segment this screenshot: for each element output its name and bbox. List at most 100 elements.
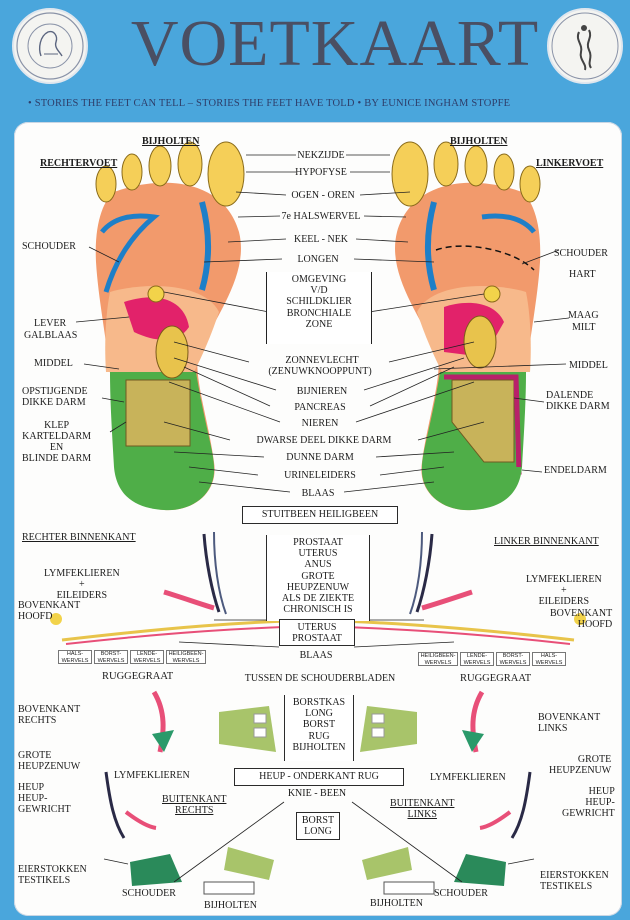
heup-right-label: HEUP HEUP- GEWRICHT [562,786,615,819]
vertebra-box-6: LENDE- WERVELS [460,652,494,666]
pancreas-label: PANCREAS [294,402,345,413]
bovenkant-links-label: BOVENKANT LINKS [538,712,600,734]
bijnieren-label: BIJNIEREN [297,386,348,397]
schildklier-zone-box: OMGEVING V/D SCHILDKLIER BRONCHIALE ZONE [266,272,372,344]
opstijgende-line: OPSTIJGENDE [22,386,88,397]
grote-heupzenuw-left-label: GROTE HEUPZENUW [18,750,80,772]
eierstokken-right-label: EIERSTOKKEN TESTIKELS [540,870,609,892]
schildklier-line: SCHILDKLIER [270,296,368,307]
buitenkant-rechts-line: BUITENKANT [162,794,226,805]
grote-heupzenuw-right-label: GROTE HEUPZENUW [549,754,611,776]
plus-right-line: + [526,585,602,596]
lymfeklieren-top-left-label: LYMFEKLIEREN [114,770,190,781]
middel-left-label: MIDDEL [34,358,73,369]
nieren-label: NIEREN [302,418,339,429]
prostaat-box: PROSTAAT UTERUS ANUS GROTE HEUPZENUW ALS… [266,535,370,621]
blaas-inner-label: BLAAS [300,650,333,661]
long-line: LONG [288,708,350,719]
dikke-darm-line: DIKKE DARM [22,397,88,408]
lymfeklieren-left-label: LYMFEKLIEREN + EILEIDERS [44,568,120,601]
rug-line: RUG [288,731,350,742]
zenuwknooppunt-label: (ZENUWKNOOPPUNT) [268,366,371,377]
uterus-prostaat-box: UTERUS PROSTAAT [279,619,355,646]
lymf-left-line: LYMFEKLIEREN [44,568,120,579]
heupzenuw-line: HEUPZENUW [270,582,366,593]
ogen-oren-label: OGEN - OREN [291,190,354,201]
ruggegraat-right-label: RUGGEGRAAT [460,673,531,684]
omgeving-line: OMGEVING [270,274,368,285]
vertebra-box-7: BORST- WERVELS [496,652,530,666]
lever-label: LEVER [34,318,66,329]
borst-long-line1: BORST [300,815,336,826]
buitenkant-links-sub-line: LINKS [390,809,454,820]
bijholten-box-line: BIJHOLTEN [288,742,350,753]
grote-line: GROTE [270,571,366,582]
dwarse-deel-label: DWARSE DEEL DIKKE DARM [257,435,392,446]
klep-label: KLEP KARTELDARM EN BLINDE DARM [22,420,91,464]
bijholten-left-foot-label: BIJHOLTEN [450,136,507,147]
heup-left-label: HEUP HEUP- GEWRICHT [18,782,71,815]
heup-dash-right-line: HEUP- [562,797,615,808]
buitenkant-links-line: BUITENKANT [390,798,454,809]
grote-left-line: GROTE [18,750,80,761]
testikels-left-line: TESTIKELS [18,875,87,886]
lymfeklieren-right-label: LYMFEKLIEREN + EILEIDERS [526,574,602,607]
endeldarm-label: ENDELDARM [544,465,607,476]
prostaat-line: PROSTAAT [270,537,366,548]
chronisch-is-line: CHRONISCH IS [270,604,366,615]
anus-line: ANUS [270,559,366,570]
schouder-left-label: SCHOUDER [22,241,76,252]
prostaat-box-line: PROSTAAT [283,633,351,644]
therapy-seal-logo [547,8,623,84]
milt-label: MILT [572,322,596,333]
dalende-label: DALENDE DIKKE DARM [546,390,610,412]
longen-label: LONGEN [297,254,338,265]
knie-been-label: KNIE - BEEN [288,788,346,799]
stuitbeen-box: STUITBEEN HEILIGBEEN [242,506,398,524]
borst-long-line2: LONG [300,826,336,837]
rechter-binnenkant-label: RECHTER BINNENKANT [22,532,136,543]
maag-label: MAAG [568,310,599,321]
eierstokken-left-label: EIERSTOKKEN TESTIKELS [18,864,87,886]
buitenkant-rechts-label: BUITENKANT RECHTS [162,794,226,816]
dalende-line: DALENDE [546,390,610,401]
heupzenuw-left-line: HEUPZENUW [18,761,80,772]
heup-left-line: HEUP [18,782,71,793]
bovenkant-links-line: BOVENKANT [538,712,600,723]
poster-title: VOETKAART [115,6,555,82]
vertebra-box-5: HEILIGBEEN- WERVELS [418,652,458,666]
eileiders-right-line: EILEIDERS [526,596,602,607]
eierstokken-right-line: EIERSTOKKEN [540,870,609,881]
links-line: LINKS [538,723,600,734]
klep-line: KLEP [22,420,91,431]
testikels-right-line: TESTIKELS [540,881,609,892]
bronchiale-line: BRONCHIALE [270,308,368,319]
rechts-line: RECHTS [18,715,80,726]
tussen-schouderbladen-label: TUSSEN DE SCHOUDERBLADEN [245,673,396,684]
gewricht-left-line: GEWRICHT [18,804,71,815]
buitenkant-rechts-sub-line: RECHTS [162,805,226,816]
urineleiders-label: URINELEIDERS [284,470,356,481]
ruggegraat-left-label: RUGGEGRAAT [102,671,173,682]
dunne-darm-label: DUNNE DARM [286,452,354,463]
blaas-label: BLAAS [302,488,335,499]
zonnevlecht-label: ZONNEVLECHT [285,355,358,366]
opstijgende-label: OPSTIJGENDE DIKKE DARM [22,386,88,408]
uterus-box-line: UTERUS [283,622,351,633]
bovenkant-right-line: BOVENKANT [550,608,612,619]
plus-left-line: + [44,579,120,590]
borstkas-box: BORSTKAS LONG BORST RUG BIJHOLTEN [284,695,354,761]
linkervoet-label: LINKERVOET [536,158,603,169]
en-line: EN [22,442,91,453]
dalende-dikke-darm-line: DIKKE DARM [546,401,610,412]
heup-onderkant-box: HEUP - ONDERKANT RUG [234,768,404,786]
vertebra-box-1: HALS- WERVELS [58,650,92,664]
galblaas-label: GALBLAAS [24,330,77,341]
chart-panel: RECHTERVOET LINKERVOET BIJHOLTEN BIJHOLT… [14,122,622,916]
blinde-darm-line: BLINDE DARM [22,453,91,464]
bovenkant-hoofd-right-label: BOVENKANT HOOFD [550,608,612,630]
borstkas-line: BORSTKAS [288,697,350,708]
gewricht-right-line: GEWRICHT [562,808,615,819]
buitenkant-links-label: BUITENKANT LINKS [390,798,454,820]
als-de-ziekte-line: ALS DE ZIEKTE [270,593,366,604]
